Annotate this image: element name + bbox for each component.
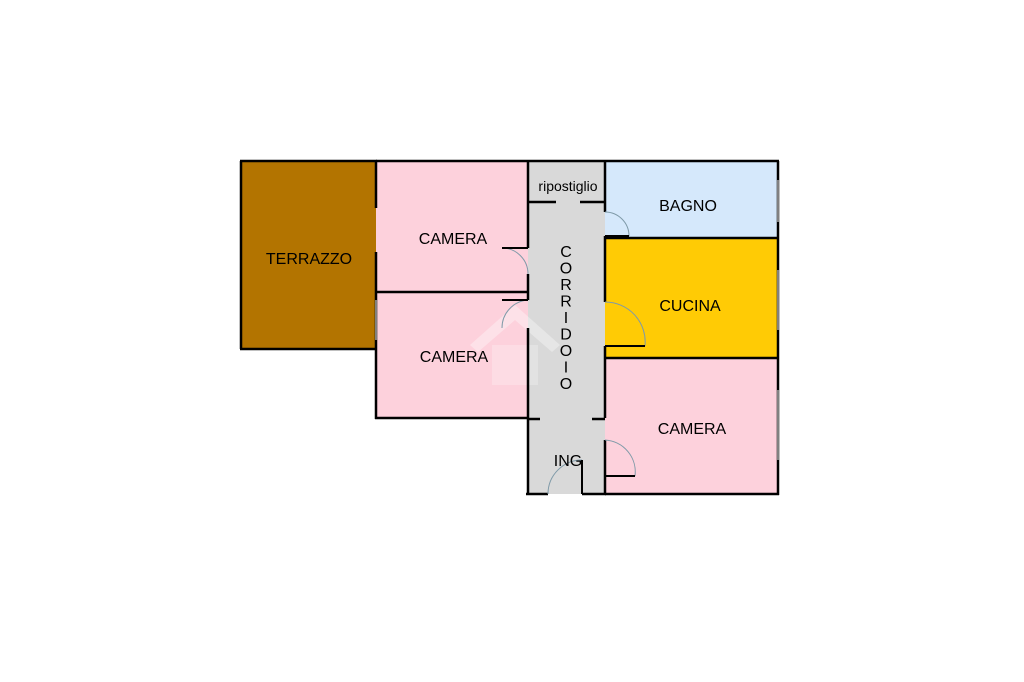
corridoio-letter: D xyxy=(560,327,572,344)
label-camera-right: CAMERA xyxy=(658,421,727,438)
corridoio-letter: C xyxy=(560,244,572,261)
room-terrazzo[interactable] xyxy=(241,162,376,349)
room-ingresso[interactable] xyxy=(527,420,605,494)
label-camera-top: CAMERA xyxy=(419,231,488,248)
doors xyxy=(501,211,646,495)
room-cucina[interactable] xyxy=(605,238,778,358)
corridoio-letter: I xyxy=(564,360,568,377)
label-camera-mid: CAMERA xyxy=(420,349,489,366)
label-cucina: CUCINA xyxy=(659,298,721,315)
corridoio-letter: R xyxy=(560,277,572,294)
label-ingresso: ING xyxy=(554,453,582,470)
house-watermark-icon xyxy=(470,305,560,385)
corridoio-letter: O xyxy=(560,343,572,360)
door-ingresso[interactable] xyxy=(547,459,583,495)
corridoio-letter: R xyxy=(560,294,572,311)
room-camera-mid[interactable] xyxy=(376,292,528,418)
room-ripostiglio[interactable] xyxy=(528,162,605,202)
door-bagno[interactable] xyxy=(604,211,630,237)
label-terrazzo: TERRAZZO xyxy=(266,251,352,268)
label-bagno: BAGNO xyxy=(659,198,717,215)
corridoio-letter: I xyxy=(564,310,568,327)
room-bagno[interactable] xyxy=(605,162,778,238)
room-camera-right[interactable] xyxy=(605,358,778,494)
room-camera-top[interactable] xyxy=(376,162,528,292)
room-corridoio[interactable] xyxy=(528,202,605,420)
corridoio-letter: O xyxy=(560,261,572,278)
door-cucina[interactable] xyxy=(604,301,646,347)
corridoio-letter: O xyxy=(560,376,572,393)
windows xyxy=(375,180,779,460)
label-ripostiglio: ripostiglio xyxy=(538,178,597,194)
door-camera-right[interactable] xyxy=(604,439,636,477)
